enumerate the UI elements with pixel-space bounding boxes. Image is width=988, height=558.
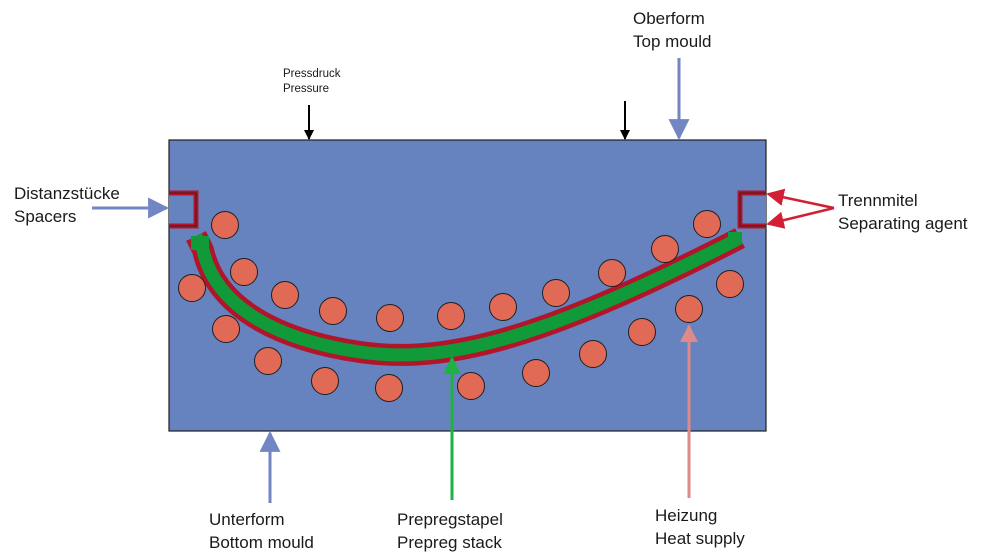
separating-agent-arrow-lower bbox=[766, 206, 835, 229]
heater-element bbox=[311, 367, 339, 395]
heater-element bbox=[716, 270, 744, 298]
heater-element bbox=[542, 279, 570, 307]
pressure-label-de: Pressdruck bbox=[283, 68, 341, 80]
heater-element bbox=[489, 293, 517, 321]
spacer-gap-left bbox=[169, 190, 199, 229]
heater-element bbox=[579, 340, 607, 368]
heater-element bbox=[230, 258, 258, 286]
heater-element bbox=[437, 302, 465, 330]
prepreg-end-left bbox=[191, 236, 209, 250]
heater-element bbox=[271, 281, 299, 309]
spacers-label-en: Spacers bbox=[14, 207, 76, 226]
separating-agent-arrow-upper bbox=[766, 188, 835, 210]
heating-label-de: Heizung bbox=[655, 506, 717, 525]
heater-element bbox=[178, 274, 206, 302]
heater-element bbox=[651, 235, 679, 263]
heater-element bbox=[376, 304, 404, 332]
bottom-mould-label-en: Bottom mould bbox=[209, 533, 314, 552]
heater-group bbox=[178, 210, 744, 402]
top-mould-label-de: Oberform bbox=[633, 9, 705, 28]
spacer-gap-right-inner bbox=[739, 192, 766, 227]
heater-element bbox=[375, 374, 403, 402]
separating-agent-label-de: Trennmitel bbox=[838, 191, 918, 210]
prepreg-label-de: Prepregstapel bbox=[397, 510, 503, 529]
prepreg-end-right bbox=[728, 232, 742, 244]
heater-element bbox=[598, 259, 626, 287]
top-mould-label-en: Top mould bbox=[633, 32, 711, 51]
spacer-gap-left-inner bbox=[169, 192, 197, 227]
heater-element bbox=[628, 318, 656, 346]
pressure-label-en: Pressure bbox=[283, 83, 329, 95]
heating-label-en: Heat supply bbox=[655, 529, 745, 548]
heater-element bbox=[693, 210, 721, 238]
spacers-label-de: Distanzstücke bbox=[14, 184, 120, 203]
heater-element bbox=[522, 359, 550, 387]
separating-agent-label-en: Separating agent bbox=[838, 214, 968, 233]
heater-element bbox=[675, 295, 703, 323]
prepreg-stack bbox=[190, 232, 743, 362]
heater-element bbox=[254, 347, 282, 375]
bottom-mould-label-de: Unterform bbox=[209, 510, 285, 529]
heater-element bbox=[319, 297, 347, 325]
spacer-gap-right bbox=[737, 190, 766, 229]
heater-element bbox=[212, 315, 240, 343]
heater-element bbox=[457, 372, 485, 400]
heater-element bbox=[211, 211, 239, 239]
prepreg-label-en: Prepreg stack bbox=[397, 533, 502, 552]
